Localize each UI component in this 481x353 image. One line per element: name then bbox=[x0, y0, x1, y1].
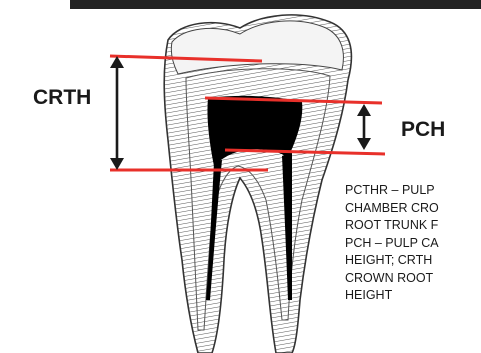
pch-label: PCH bbox=[401, 118, 445, 142]
crth-label: CRTH bbox=[33, 86, 91, 110]
crth-arrow bbox=[110, 56, 124, 170]
pch-arrow bbox=[357, 104, 371, 150]
legend-text: PCTHR – PULP CHAMBER CRO ROOT TRUNK F PC… bbox=[345, 182, 481, 305]
